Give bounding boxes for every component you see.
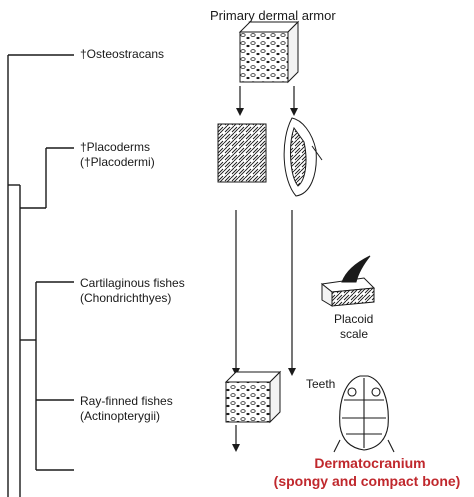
fish-skull-drawing <box>333 375 395 453</box>
dermatocranium-subtitle: (spongy and compact bone) <box>273 473 461 489</box>
taxon-ray-finned-fishes: Ray-finned fishes <box>80 394 173 408</box>
taxon-placoderms-latin: (†Placodermi) <box>80 155 155 169</box>
teeth-label: Teeth <box>306 377 336 391</box>
taxon-osteostracans: †Osteostracans <box>80 47 165 61</box>
placoid-scale-drawing <box>320 255 376 307</box>
placoderm-tooth <box>283 117 323 197</box>
lineage-arrows <box>232 86 298 452</box>
taxon-actinopterygii: (Actinopterygii) <box>80 409 161 423</box>
primary-dermal-armor-label: Primary dermal armor <box>210 8 336 23</box>
taxon-placoderms: †Placoderms <box>80 140 151 154</box>
ray-finned-bone-block <box>224 370 282 424</box>
dermatocranium-title: Dermatocranium <box>314 455 426 471</box>
taxon-chondrichthyes: (Chondrichthyes) <box>80 291 172 305</box>
placoderm-bone-section <box>217 123 267 183</box>
placoid-label-line2: scale <box>340 327 369 341</box>
taxon-cartilaginous-fishes: Cartilaginous fishes <box>80 276 185 290</box>
primary-armor-block <box>238 20 300 84</box>
placoid-label-line1: Placoid <box>334 312 374 326</box>
cladogram-tree <box>7 54 74 497</box>
